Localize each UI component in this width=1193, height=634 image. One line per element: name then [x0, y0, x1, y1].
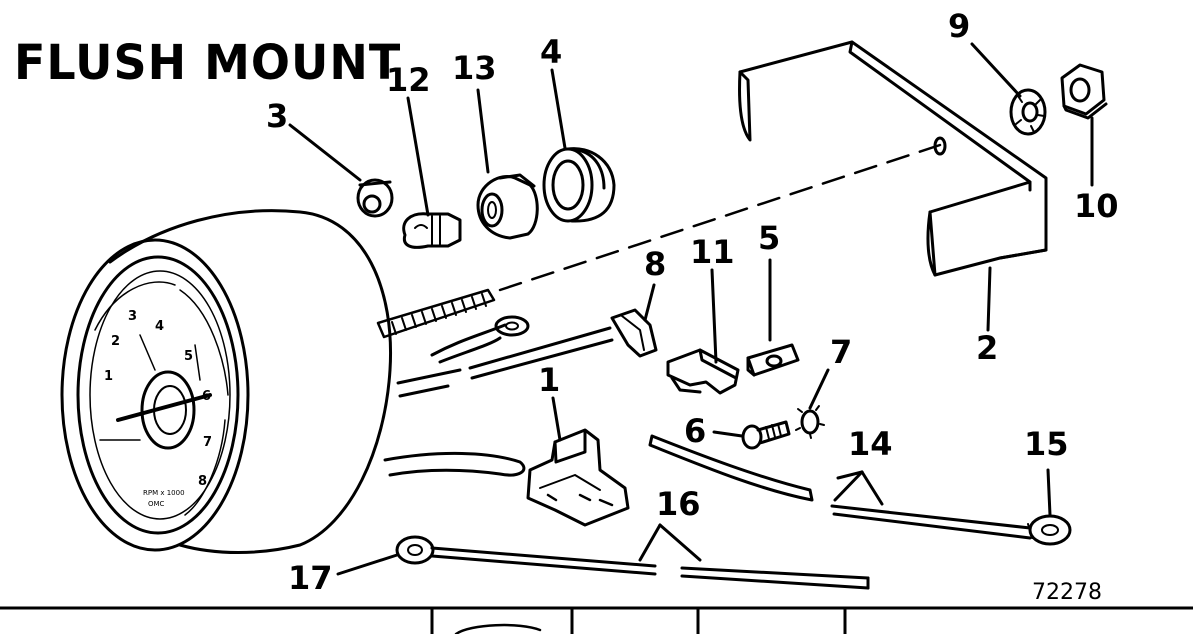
callout-6: 6 [684, 412, 707, 450]
dial-number: 3 [128, 309, 137, 324]
dial-number: 4 [155, 319, 164, 334]
part-3-bushing [356, 178, 394, 218]
part-12-bulb [402, 212, 462, 249]
tachometer-gauge [60, 209, 393, 554]
callout-2: 2 [976, 329, 999, 367]
part-2-bracket [738, 40, 1048, 277]
part-16-wires [430, 546, 870, 590]
callout-9: 9 [948, 7, 971, 45]
part-6-screw [741, 420, 791, 450]
diagram-title: FLUSH MOUNT [14, 34, 402, 91]
callout-14: 14 [848, 425, 893, 463]
part-5-tab [746, 343, 800, 377]
part-8-terminal [610, 308, 658, 358]
part-14-wires [648, 434, 1032, 540]
callout-10: 10 [1074, 187, 1119, 225]
dial-brand-label: OMC [148, 500, 165, 508]
reference-number: 72278 [1032, 580, 1102, 605]
dial-number: 1 [104, 369, 113, 384]
callout-11: 11 [690, 233, 735, 271]
callout-8: 8 [644, 245, 667, 283]
dial-number: 6 [202, 389, 211, 404]
dial-number: 8 [198, 474, 207, 489]
dial-number: 5 [184, 349, 193, 364]
part-15-ringterminal [1027, 514, 1072, 546]
part-13-socket [476, 173, 539, 240]
callout-7: 7 [830, 333, 853, 371]
dial-rpm-label: RPM x 1000 [143, 489, 185, 497]
callout-4: 4 [540, 33, 563, 71]
callout-12: 12 [386, 61, 431, 99]
callout-3: 3 [266, 97, 289, 135]
part-4-grommet [542, 147, 616, 223]
threaded-stud [376, 288, 496, 339]
callout-1: 1 [538, 361, 561, 399]
callout-16: 16 [656, 485, 701, 523]
callout-15: 15 [1024, 425, 1069, 463]
part-7-starwasher [795, 405, 825, 439]
dial-number: 2 [111, 334, 120, 349]
part-9-washer [1009, 88, 1047, 136]
callout-5: 5 [758, 219, 781, 257]
part-10-hexnut [1060, 63, 1108, 120]
part-1-clamp [526, 428, 630, 527]
part-11-clip [666, 348, 740, 395]
callout-17: 17 [288, 559, 333, 597]
callout-13: 13 [452, 49, 497, 87]
dial-number: 7 [203, 435, 212, 450]
part-17-ringterminal [395, 535, 435, 565]
